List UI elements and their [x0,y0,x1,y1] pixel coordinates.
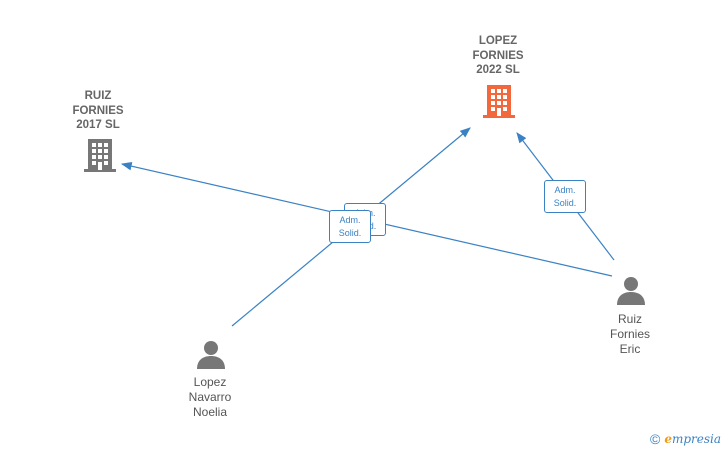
person-label-ruiz-fornies-eric[interactable]: Ruiz Fornies Eric [609,312,650,356]
person-icon[interactable] [196,340,226,369]
company-label-ruiz-fornies-2017[interactable]: RUIZ FORNIES 2017 SL [72,90,124,131]
person-icon[interactable] [616,276,646,305]
person-label-lopez-navarro-noelia[interactable]: Lopez Navarro Noelia [188,375,232,419]
building-icon[interactable] [483,84,515,119]
brand-name: empresia [664,432,722,446]
copyright-symbol: © [650,431,661,447]
edge-label-noelia-lopez-fornies[interactable]: Adm. Solid. [329,210,371,243]
brand-watermark: © empresia [650,430,721,448]
edge-label-eric-lopez-fornies[interactable]: Adm. Solid. [544,180,586,213]
company-label-lopez-fornies-2022[interactable]: LOPEZ FORNIES 2022 SL [472,35,524,76]
building-icon[interactable] [84,138,116,173]
